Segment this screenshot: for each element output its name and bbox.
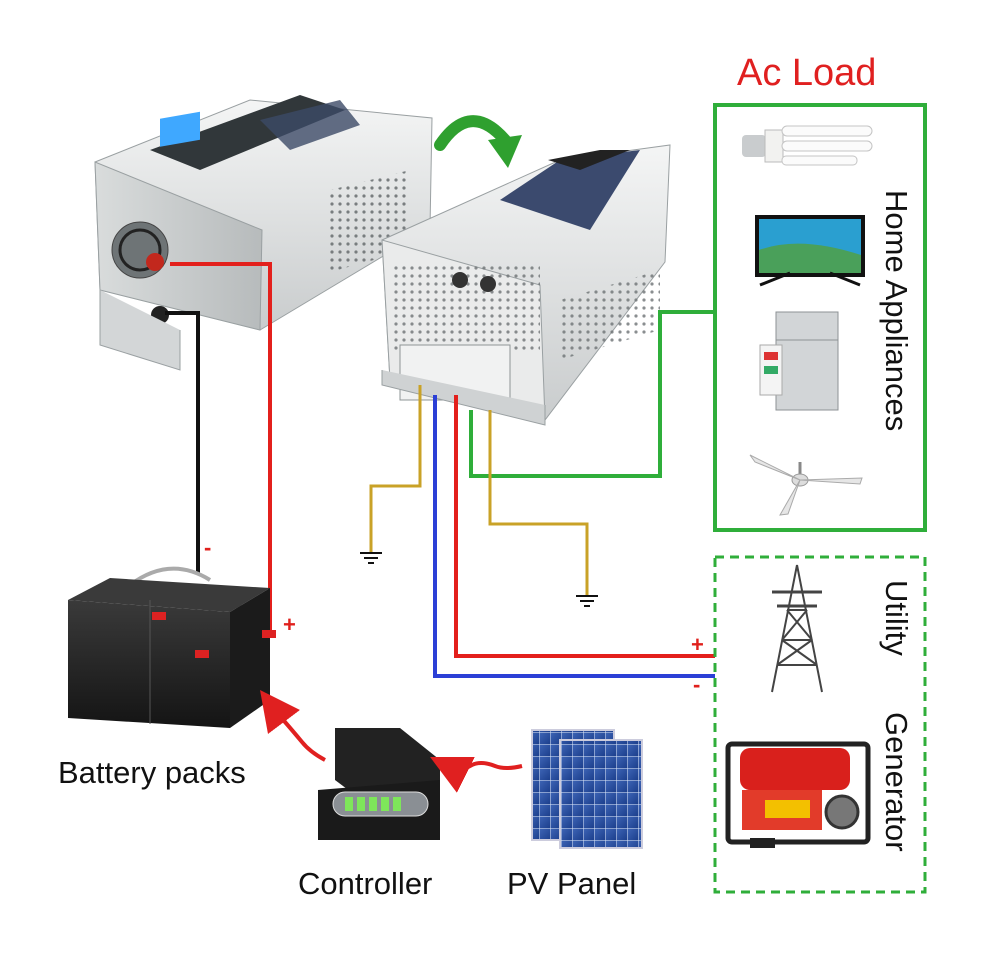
generator-label: Generator (879, 712, 914, 852)
light-bulb-icon (742, 125, 873, 166)
pv-to-controller-arrow (430, 757, 523, 793)
ground-wire-right (488, 410, 589, 596)
battery-plus-sign: + (283, 612, 296, 637)
power-pylon-icon (771, 564, 823, 693)
load-wire (469, 310, 715, 478)
utility-label: Utility (879, 580, 914, 656)
battery-positive-wire (170, 262, 272, 632)
ceiling-fan-icon (749, 454, 863, 516)
ground-icon (576, 595, 598, 607)
battery-negative-wire (165, 311, 200, 575)
curved-arrow-icon (434, 115, 522, 168)
home-appliances-label: Home Appliances (879, 190, 914, 432)
utility-negative-wire (433, 395, 715, 678)
controller-label: Controller (298, 866, 433, 901)
utility-plus-sign: + (691, 632, 704, 657)
utility-minus-sign: - (693, 672, 701, 697)
solar-panel-icon (531, 729, 643, 849)
generator-icon (725, 741, 871, 848)
ac-load-title: Ac Load (737, 52, 877, 94)
tv-icon (755, 215, 865, 287)
battery-label: Battery packs (58, 755, 246, 790)
source-box (713, 555, 927, 894)
charge-controller-icon (318, 728, 440, 840)
inverter-rear-unit (94, 95, 433, 371)
utility-positive-wire (454, 395, 715, 658)
controller-to-battery-arrow (259, 690, 326, 762)
ac-load-box (713, 103, 927, 532)
ground-wire-left (369, 385, 422, 553)
inverter-front-unit (381, 144, 671, 426)
pv-panel-label: PV Panel (507, 866, 637, 901)
battery-minus-sign: - (204, 535, 212, 560)
battery-pack-icon (68, 566, 276, 728)
ground-icon (360, 552, 382, 564)
refrigerator-icon (759, 311, 839, 411)
